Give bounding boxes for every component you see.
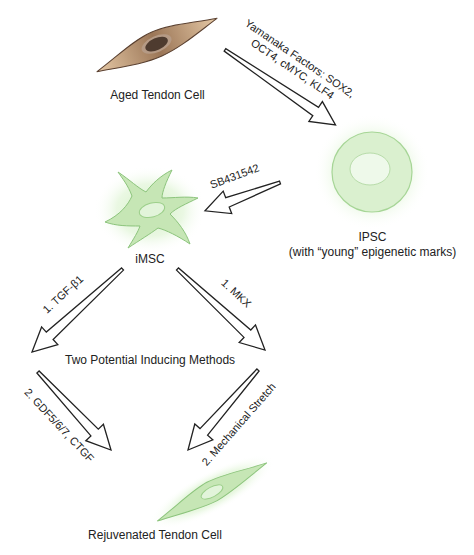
cell-label: Aged Tendon Cell <box>94 88 221 103</box>
reagent-label: Yamanaka Factors: SOX2, OCT4, cMYC, KLF4 <box>231 14 361 114</box>
cell-node: Aged Tendon Cell <box>90 10 225 105</box>
arrow-shape <box>32 268 124 352</box>
arrow-shape <box>177 268 266 350</box>
method-label: Two Potential Inducing Methods <box>65 354 235 367</box>
cell-label: Rejuvenated Tendon Cell <box>49 528 261 543</box>
cell-label: (with “young” epigenetic marks) <box>284 245 461 260</box>
reagent-label: 1. TGF-β1 <box>40 273 86 316</box>
reagent-label: 1. MKX <box>218 277 253 311</box>
cell-node: Rejuvenated Tendon Cell <box>45 450 265 545</box>
cell-label: IPSC <box>284 230 461 245</box>
cell-label: iMSC <box>99 252 201 267</box>
step-label: 2. GDF5/6/7, CTGF <box>21 386 96 465</box>
cell-node: IPSC(with “young” epigenetic marks) <box>280 125 465 262</box>
reagent-label: SB431542 <box>209 161 262 191</box>
aged-cell <box>91 5 222 82</box>
imsc-cell <box>94 166 206 254</box>
ipsc-cell <box>314 114 430 230</box>
step-label: 2. Mechanical Stretch <box>199 380 278 468</box>
cell-node: iMSC <box>95 172 205 269</box>
